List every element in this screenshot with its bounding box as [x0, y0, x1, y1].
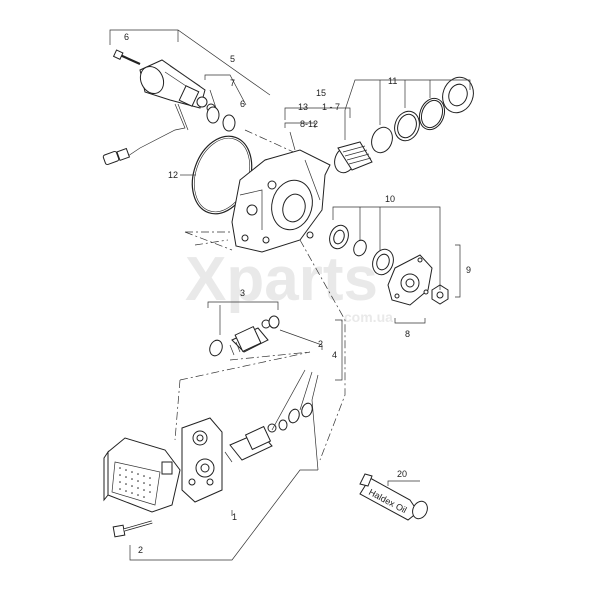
circlip: [353, 239, 367, 257]
bolt-6: [112, 49, 141, 66]
o-ring-3a: [209, 339, 223, 357]
leader-line: [299, 239, 346, 461]
callout-6: 6: [240, 99, 245, 109]
control-unit-housing: [103, 437, 181, 513]
callout-1-7: 1 - 7: [322, 102, 340, 112]
solenoid-valve-lower: [224, 423, 277, 463]
valve-plate: [181, 417, 223, 503]
callout-15: 15: [316, 88, 326, 98]
callout-2-upper: 2: [318, 339, 323, 349]
callout-labels: 6 5 7 6 15 13 1 - 7 8-12 11 12 10 9 8 3 …: [124, 32, 471, 555]
solenoid-valve: [229, 319, 271, 356]
callout-3: 3: [240, 288, 245, 298]
pump-housing: [231, 149, 331, 253]
cap: [442, 76, 474, 114]
valve-assembly-3: [207, 301, 311, 361]
o-ring-3b: [268, 315, 280, 329]
callout-7: 7: [230, 78, 235, 88]
watermark-subtext: .com.ua: [340, 309, 393, 325]
watermark-text: Xparts: [185, 245, 378, 314]
leader-line: [184, 231, 233, 251]
haldex-oil-bottle: Haldex Oil: [359, 473, 428, 521]
callout-12: 12: [168, 170, 178, 180]
leader-line: [244, 129, 301, 156]
callout-6-bolt: 6: [124, 32, 129, 42]
leader-line: [174, 351, 311, 441]
o-ring-lower-b: [288, 408, 300, 424]
sensor-wire-connector: [102, 103, 189, 166]
flange-8: [387, 254, 433, 306]
electric-pump-motor: [139, 59, 216, 113]
bolt-2: [112, 520, 153, 538]
o-ring-lower-c: [301, 402, 313, 418]
callout-10: 10: [385, 194, 395, 204]
seal-ring-a: [371, 126, 393, 154]
callout-5: 5: [230, 54, 235, 64]
piston-seal-set-11: [334, 76, 474, 174]
o-ring-7b: [222, 114, 236, 132]
callout-11: 11: [388, 76, 397, 86]
callout-9: 9: [466, 265, 471, 275]
control-unit-assembly: [103, 369, 319, 561]
callout-8: 8: [405, 329, 410, 339]
piston: [334, 141, 373, 174]
callout-20: 20: [397, 469, 407, 479]
callout-2-bolt: 2: [138, 545, 143, 555]
callout-4: 4: [332, 350, 337, 360]
callout-1: 1: [232, 512, 237, 522]
callout-8-12: 8-12: [300, 119, 318, 129]
flange-assembly-10: [329, 206, 461, 324]
callout-13: 13: [298, 102, 308, 112]
o-ring-7a: [206, 106, 220, 124]
pump-motor-assembly: [102, 29, 271, 166]
o-ring-lower-a: [278, 419, 288, 431]
